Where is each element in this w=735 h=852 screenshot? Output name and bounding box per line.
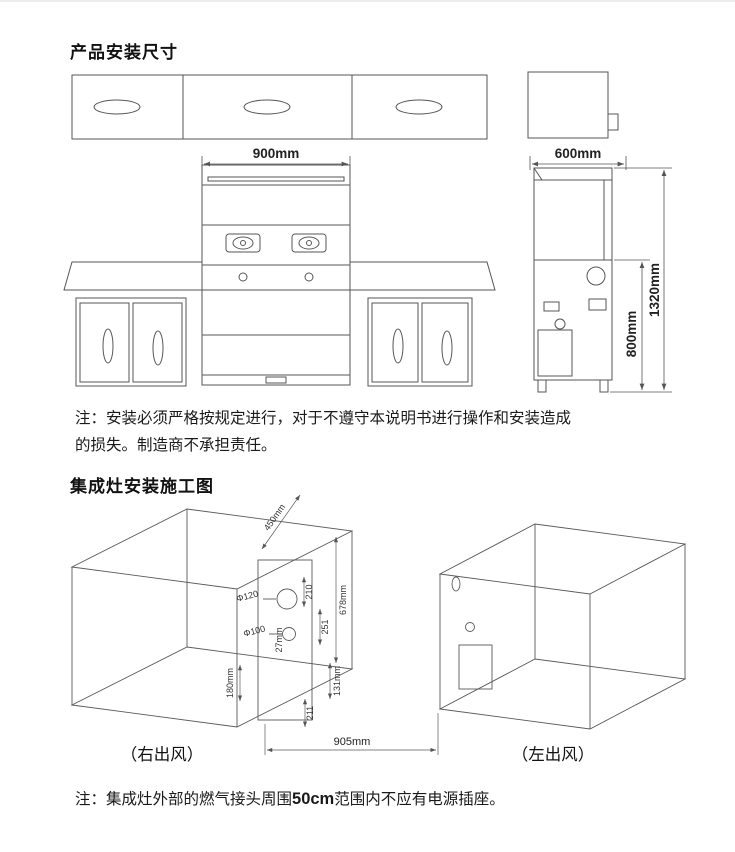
socket-cutout <box>458 644 493 690</box>
cabinet-handle <box>93 99 141 115</box>
countertop-left <box>63 261 203 291</box>
left-outlet-box <box>438 523 687 730</box>
cabinet-handle <box>392 328 404 364</box>
dimension-900mm <box>201 156 351 170</box>
dim-131mm-label: 131mm <box>332 666 342 696</box>
dim-800mm-label: 800mm <box>624 311 639 358</box>
note-gas-socket-distance: 50cm <box>292 790 335 808</box>
side-view-drawing <box>527 71 619 393</box>
burner-left <box>225 233 261 253</box>
cutout-dimension-lines <box>237 494 339 727</box>
dim-450mm-label: 450mm <box>262 502 287 532</box>
dim-251-label: 251 <box>320 619 330 634</box>
flue-outlet <box>586 266 606 286</box>
side-door <box>537 329 573 377</box>
leg <box>599 379 609 393</box>
note-gas-socket-suffix: 范围内不应有电源插座。 <box>334 791 505 808</box>
control-knob <box>304 272 314 282</box>
dim-180mm-label: 180mm <box>225 668 235 698</box>
control-knob <box>238 272 248 282</box>
cabinet-handle <box>243 99 291 115</box>
cabinet-handle <box>102 328 114 364</box>
flue-hole <box>451 576 461 592</box>
cutout-panel <box>257 559 313 721</box>
cabinet-handle <box>395 99 443 115</box>
flue-hole-120 <box>276 588 298 610</box>
gas-hole-100 <box>282 627 296 641</box>
dim-211-label: 211 <box>305 706 315 720</box>
countertop-right <box>349 261 496 291</box>
dim-27mm-label: 27mm <box>274 627 284 652</box>
dim-600mm-label: 600mm <box>555 146 602 161</box>
note-gas-socket: 注：集成灶外部的燃气接头周围50cm范围内不应有电源插座。 <box>75 785 715 814</box>
burner-right <box>291 233 327 253</box>
dim-900mm-label: 900mm <box>253 146 300 161</box>
dim-phi120-label: Φ120 <box>235 589 259 604</box>
right-outlet-box <box>70 508 354 728</box>
switch-panel <box>588 298 607 311</box>
dim-905mm-label: 905mm <box>334 736 371 748</box>
left-outlet-caption: （左出风） <box>512 745 595 764</box>
leg <box>537 379 547 393</box>
product-installation-drawing: 900mm 600mm <box>63 71 672 393</box>
switch-panel <box>543 301 560 312</box>
front-view-drawing <box>63 74 496 387</box>
section-title-product-dimensions: 产品安装尺寸 <box>70 43 178 62</box>
construction-diagram-drawing: 450mm Φ120 210 678mm Φ100 27mm 251 180mm… <box>70 494 687 764</box>
dimension-905mm <box>264 713 439 755</box>
section-title-construction: 集成灶安装施工图 <box>70 477 214 496</box>
dim-210-label: 210 <box>304 584 314 599</box>
cabinet-handle <box>152 330 164 366</box>
gas-hole <box>465 622 475 632</box>
note-gas-socket-prefix: 注：集成灶外部的燃气接头周围 <box>75 791 293 808</box>
dim-678mm-label: 678mm <box>338 585 348 615</box>
right-outlet-caption: （右出风） <box>121 745 204 764</box>
note-installation: 注：安装必须严格按规定进行，对于不遵守本说明书进行操作和安装造成 的损失。制造商… <box>75 410 572 455</box>
dim-phi100-label: Φ100 <box>242 624 266 639</box>
dimension-heights <box>610 167 672 393</box>
dim-1320mm-label: 1320mm <box>647 263 662 317</box>
cabinet-handle <box>441 330 453 366</box>
